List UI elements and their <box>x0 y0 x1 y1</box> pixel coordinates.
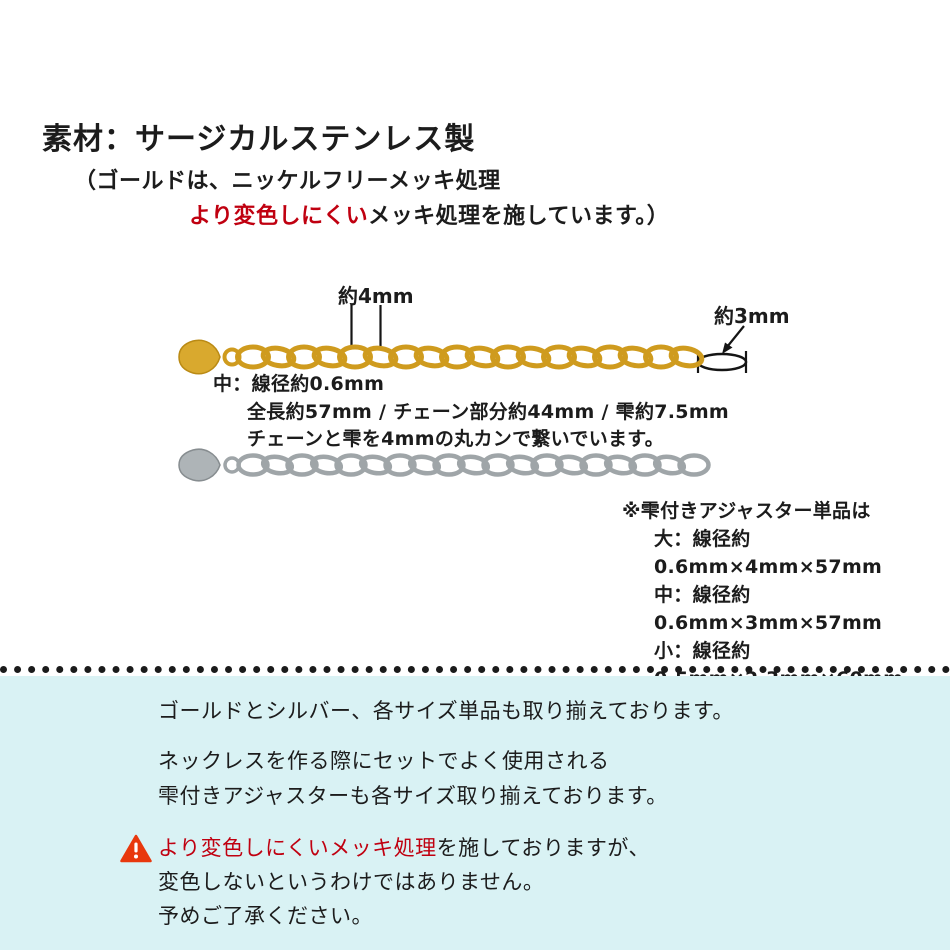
gold-chain-illustration <box>178 339 705 375</box>
silver-chain-illustration <box>178 448 711 482</box>
size-item-large: 大：線径約0.6mm×4mm×57mm <box>654 528 883 578</box>
subtitle-highlight-text: より変色しにくい <box>189 204 369 229</box>
gold-teardrop-charm <box>178 339 221 375</box>
dotted-separator <box>0 666 950 673</box>
warning-highlight-text: より変色しにくいメッキ処理 <box>158 836 437 860</box>
material-subtitle-line2: より変色しにくいメッキ処理を施しています。） <box>189 198 669 230</box>
spec-wire-diameter: 中：線径約0.6mm <box>213 373 385 395</box>
size-list-heading: ※雫付きアジャスター単品は <box>622 500 871 522</box>
material-title: 素材：サージカルステンレス製 <box>42 122 476 157</box>
spec-jumpring-note: チェーンと雫を4mmの丸カンで繋いでいます。 <box>247 428 664 450</box>
footer-line-usage-2: 雫付きアジャスターも各サイズ取り揃えております。 <box>158 784 668 808</box>
warning-line-3: 予めご了承ください。 <box>158 904 373 928</box>
warning-line-1: より変色しにくいメッキ処理を施しておりますが、 <box>158 835 650 862</box>
warning-line-2: 変色しないというわけではありません。 <box>158 870 545 894</box>
subtitle-rest-text: メッキ処理を施しています。） <box>368 204 670 229</box>
footer-line-usage-1: ネックレスを作る際にセットでよく使用される <box>158 749 610 773</box>
size-item-medium: 中：線径約0.6mm×3mm×57mm <box>654 584 883 634</box>
dimension-label-3mm: 約3mm <box>714 304 790 328</box>
warning-rest-text: を施しておりますが、 <box>436 836 650 860</box>
spec-lengths: 全長約57mm / チェーン部分約44mm / 雫約7.5mm <box>247 401 730 423</box>
material-subtitle-line1: （ゴールドは、ニッケルフリーメッキ処理 <box>74 169 501 194</box>
dimension-label-4mm: 約4mm <box>338 284 414 308</box>
dimension-ticks-4mm-icon <box>350 305 382 349</box>
silver-teardrop-charm <box>178 448 221 482</box>
warning-icon <box>120 834 152 863</box>
footer-line-availability: ゴールドとシルバー、各サイズ単品も取り揃えております。 <box>158 699 734 723</box>
footer-note-section: ゴールドとシルバー、各サイズ単品も取り揃えております。 ネックレスを作る際にセッ… <box>0 676 950 950</box>
